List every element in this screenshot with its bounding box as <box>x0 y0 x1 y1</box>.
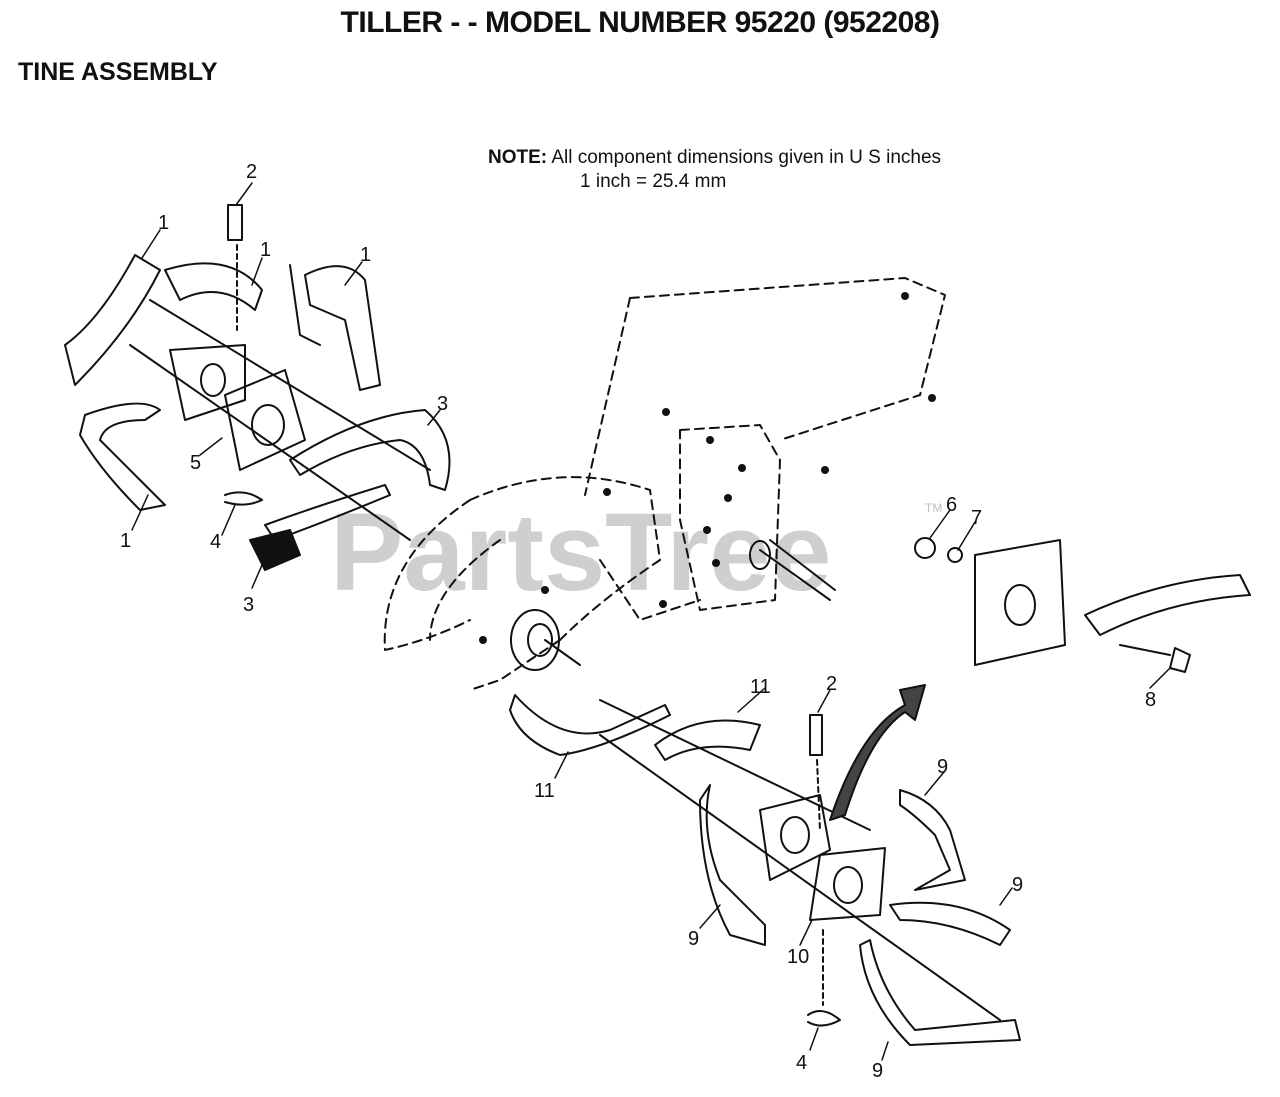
callout-2a: 2 <box>246 161 257 183</box>
callout-8: 8 <box>1145 689 1156 711</box>
transmission-housing <box>383 277 946 691</box>
hub-left-inner <box>527 623 553 657</box>
callout-5: 5 <box>190 452 201 474</box>
callout-9a: 9 <box>937 756 948 778</box>
flange-plate-upper-2 <box>169 344 246 421</box>
clevis-pin-lower-line <box>816 759 821 831</box>
note-label: NOTE: <box>488 147 548 168</box>
tine-lower-11a <box>509 694 671 756</box>
watermark-tm: TM <box>925 501 942 515</box>
callout-11b: 11 <box>534 780 555 802</box>
callout-3a: 3 <box>437 393 448 415</box>
tine-right <box>1084 574 1251 636</box>
nut-6 <box>914 537 936 559</box>
callout-1a: 1 <box>158 212 169 234</box>
tine-lower-9d <box>859 939 1021 1046</box>
callout-10: 10 <box>787 946 809 968</box>
callout-4b: 4 <box>796 1052 807 1074</box>
watermark: PartsTree <box>330 491 831 614</box>
tine-upper-plate <box>289 264 321 346</box>
flange-hub-upper <box>251 404 285 446</box>
tine-lower-11b <box>654 719 761 761</box>
callout-11a: 11 <box>750 676 771 698</box>
tine-cap-3 <box>249 529 301 571</box>
tine-lower-9c <box>889 901 1011 946</box>
leader-lines <box>131 182 1171 1061</box>
callout-9b: 9 <box>1012 874 1023 896</box>
tine-upper-1a <box>64 254 161 386</box>
page-title: TILLER - - MODEL NUMBER 95220 (952208) <box>340 6 940 39</box>
dimension-note: NOTE: All component dimensions given in … <box>488 146 941 194</box>
shaft-end-right <box>749 540 771 570</box>
hairpin-clip-lower <box>807 1010 841 1027</box>
flange-plate-lower-b <box>809 847 886 921</box>
shaft-stub-right <box>759 539 836 601</box>
flange-hole-right <box>1004 584 1036 626</box>
section-title: TINE ASSEMBLY <box>18 58 218 86</box>
callout-1b: 1 <box>260 239 271 261</box>
tine-upper-1c <box>304 265 381 391</box>
right-axle-line-bottom <box>599 734 1001 1021</box>
tine-upper-1d <box>79 402 166 511</box>
clevis-pin-upper <box>227 204 243 241</box>
callout-1d: 1 <box>120 530 131 552</box>
washer-7 <box>947 547 963 563</box>
hub-left <box>510 609 560 671</box>
tine-upper-1b <box>164 262 263 311</box>
callout-4a: 4 <box>210 531 221 553</box>
left-axle-line-bottom <box>129 344 411 541</box>
clevis-pin-lower <box>809 714 823 756</box>
callout-2b: 2 <box>826 673 837 695</box>
callout-6: 6 <box>946 494 957 516</box>
rotation-arrow <box>829 684 926 821</box>
note-line-2: 1 inch = 25.4 mm <box>580 171 727 192</box>
tine-lower-9b <box>899 789 966 891</box>
callout-labels: 1 1 1 1 2 2 3 3 4 4 5 6 7 8 9 9 9 9 10 1… <box>120 161 1156 1082</box>
flange-hub-lower-b <box>833 866 863 904</box>
callout-3b: 3 <box>243 594 254 616</box>
flange-plate-right <box>974 539 1066 666</box>
callout-9c: 9 <box>688 928 699 950</box>
tine-upper-3b <box>264 484 391 541</box>
flange-plate-upper <box>224 369 306 471</box>
flange-hub-lower-a <box>780 816 810 854</box>
tine-lower-9a <box>699 784 766 946</box>
callout-9d: 9 <box>872 1060 883 1082</box>
hairpin-clip-upper <box>224 491 263 506</box>
right-axle-line-top <box>599 699 871 831</box>
callout-1c: 1 <box>360 244 371 266</box>
shaft-stub-left <box>544 639 581 666</box>
callout-7: 7 <box>971 507 982 529</box>
housing-bolts <box>479 292 936 644</box>
note-line-1: All component dimensions given in U S in… <box>551 147 942 168</box>
flange-plate-lower-a <box>759 794 831 881</box>
bolt-8 <box>1119 644 1191 673</box>
tine-upper-3a <box>289 409 451 491</box>
flange-hub-upper-2 <box>200 363 226 397</box>
